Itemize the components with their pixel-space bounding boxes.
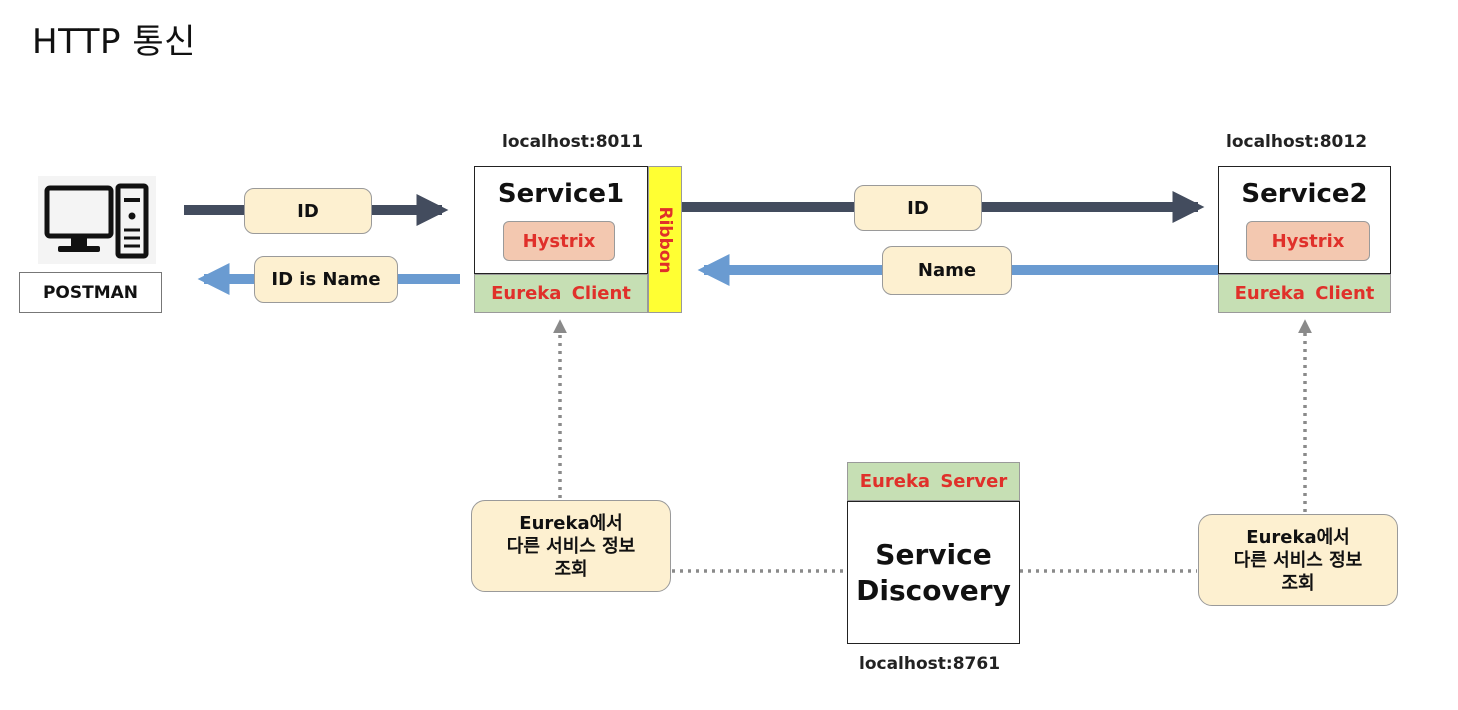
service-discovery-line1: Service xyxy=(875,537,992,571)
ribbon-bar: Ribbon xyxy=(648,166,682,313)
ribbon-label: Ribbon xyxy=(655,205,675,274)
service1-hystrix: Hystrix xyxy=(503,221,615,261)
computer-icon xyxy=(38,176,156,264)
service-request-id-label: ID xyxy=(854,185,982,231)
note-line: 다른 서비스 정보 xyxy=(506,535,636,557)
note-line: Eureka에서 xyxy=(1246,526,1350,548)
service1-eureka-client: Eureka Client xyxy=(474,274,648,313)
service1-box: Service1 Hystrix xyxy=(474,166,648,274)
service-discovery-box: Service Discovery xyxy=(847,501,1020,644)
eureka-server-label: Eureka Server xyxy=(847,462,1020,501)
note-line: 조회 xyxy=(554,558,588,580)
left-lookup-note: Eureka에서 다른 서비스 정보 조회 xyxy=(471,500,671,592)
service-discovery-line2: Discovery xyxy=(856,573,1011,607)
service2-name: Service2 xyxy=(1241,179,1368,209)
service2-eureka-client: Eureka Client xyxy=(1218,274,1391,313)
service1-name: Service1 xyxy=(497,179,625,209)
note-line: Eureka에서 xyxy=(519,512,623,534)
service2-hystrix: Hystrix xyxy=(1246,221,1370,261)
right-lookup-note: Eureka에서 다른 서비스 정보 조회 xyxy=(1198,514,1398,606)
discovery-host: localhost:8761 xyxy=(859,654,1001,674)
service1-host: localhost:8011 xyxy=(502,132,644,152)
request-id-label: ID xyxy=(244,188,372,234)
service-response-name-label: Name xyxy=(882,246,1012,295)
service2-box: Service2 Hystrix xyxy=(1218,166,1391,274)
response-id-is-name-label: ID is Name xyxy=(254,256,398,303)
note-line: 다른 서비스 정보 xyxy=(1233,549,1363,571)
note-line: 조회 xyxy=(1281,572,1315,594)
service2-host: localhost:8012 xyxy=(1226,132,1368,152)
postman-label: POSTMAN xyxy=(19,272,162,313)
page-title: HTTP 통신 xyxy=(32,22,196,62)
